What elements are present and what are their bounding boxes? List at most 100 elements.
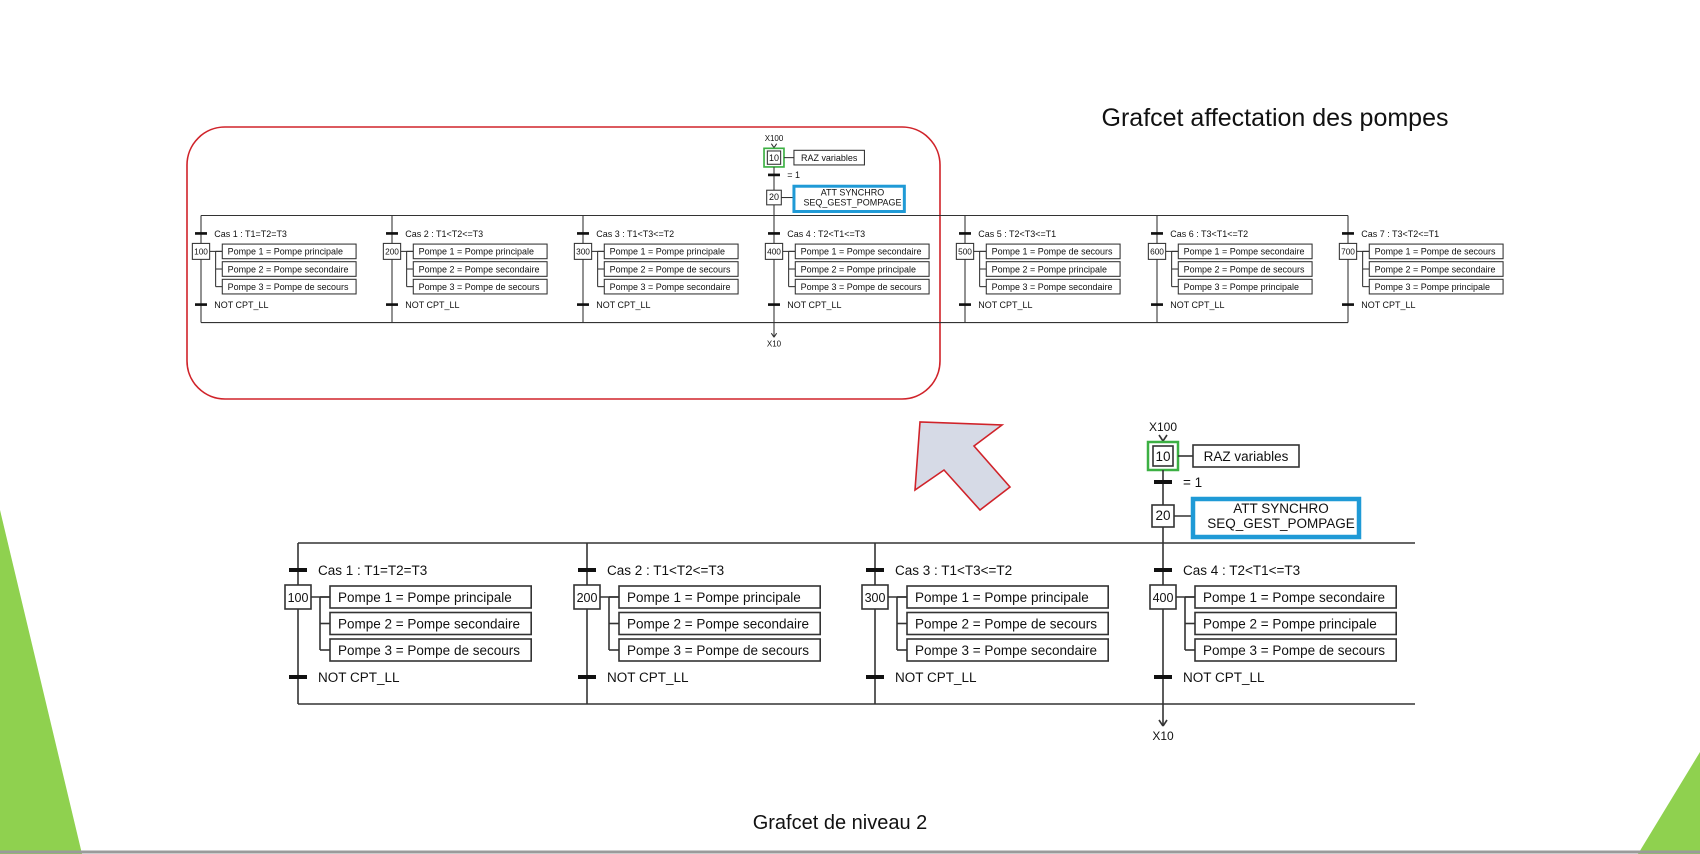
exit-arrow — [1158, 719, 1164, 727]
action-label: Pompe 1 = Pompe principale — [419, 247, 534, 257]
case-step-box — [861, 584, 889, 610]
action-label: Pompe 1 = Pompe secondaire — [1184, 247, 1305, 257]
wait-step-number: 20 — [1155, 508, 1170, 523]
case-step-box — [955, 242, 975, 260]
action-box — [906, 638, 1109, 662]
action-box — [329, 611, 532, 636]
action-box — [329, 585, 532, 609]
case-step-number: 100 — [288, 591, 309, 605]
entry-arrow — [770, 143, 775, 148]
action-box — [603, 243, 739, 260]
case-step-number: 400 — [767, 247, 781, 257]
init-step-number: 10 — [769, 153, 779, 163]
action-label: Pompe 1 = Pompe principale — [610, 247, 725, 257]
action-label: Pompe 2 = Pompe de secours — [1184, 264, 1305, 274]
action-label: Pompe 2 = Pompe secondaire — [338, 617, 520, 632]
transition-bar — [1154, 568, 1172, 572]
exit-arrow — [770, 332, 775, 338]
transition-bar — [768, 232, 780, 235]
transition-label: = 1 — [1183, 475, 1202, 490]
transition-bar — [195, 232, 207, 235]
transition-bar — [578, 675, 596, 679]
action-box — [618, 611, 821, 636]
action-label: Pompe 3 = Pompe secondaire — [915, 643, 1097, 658]
case-condition: Cas 4 : T2<T1<=T3 — [1183, 563, 1300, 578]
case-step-box — [573, 242, 593, 260]
init-action-label: RAZ variables — [1204, 449, 1289, 464]
action-label: Pompe 3 = Pompe de secours — [228, 282, 349, 292]
action-box — [329, 638, 532, 662]
transition-bar — [866, 568, 884, 572]
action-label: Pompe 2 = Pompe de secours — [610, 264, 731, 274]
wait-action-line1: ATT SYNCHRO — [1233, 501, 1329, 516]
action-label: Pompe 2 = Pompe secondaire — [419, 264, 540, 274]
case-step-box — [191, 242, 211, 260]
action-box — [603, 261, 739, 277]
action-box — [1177, 243, 1313, 260]
transition-bar — [768, 303, 780, 306]
action-box — [1194, 585, 1397, 609]
action-box — [618, 638, 821, 662]
action-box — [985, 261, 1121, 277]
transition-bar — [1154, 480, 1172, 484]
action-box — [794, 243, 930, 260]
case-condition: Cas 6 : T3<T1<=T2 — [1170, 229, 1248, 239]
case-step-number: 100 — [194, 247, 208, 257]
action-box — [1177, 278, 1313, 295]
init-action-box — [1192, 444, 1300, 468]
entry-arrow — [773, 143, 778, 148]
transition-bar — [1342, 303, 1354, 306]
green-accent-left — [0, 510, 82, 854]
case-branch: Cas 3 : T1<T3<=T2 300 Pompe 1 = Pompe prin… — [573, 215, 739, 323]
transition-bar — [577, 303, 589, 306]
entry-label: X100 — [1149, 420, 1177, 434]
action-box — [412, 261, 548, 277]
action-label: Pompe 3 = Pompe secondaire — [610, 282, 731, 292]
action-label: Pompe 3 = Pompe de secours — [627, 643, 809, 658]
entry-label: X100 — [765, 134, 784, 143]
exit-arrow — [1162, 719, 1168, 727]
case-branch: Cas 2 : T1<T2<=T3 200 Pompe 1 = Pompe prin… — [382, 215, 548, 323]
case-step-number: 300 — [865, 591, 886, 605]
wait-action-box — [1190, 496, 1362, 540]
case-condition: Cas 2 : T1<T2<=T3 — [405, 229, 483, 239]
action-box — [618, 585, 821, 609]
case-branch: Cas 4 : T2<T1<=T3 400 Pompe 1 = Pompe seco… — [764, 215, 930, 323]
init-action-label: RAZ variables — [801, 153, 858, 163]
transition-bar — [1154, 675, 1172, 679]
action-label: Pompe 2 = Pompe secondaire — [1375, 264, 1496, 274]
case-step-box — [764, 242, 784, 260]
highlight-frame — [186, 126, 941, 400]
action-box — [906, 611, 1109, 636]
action-label: Pompe 1 = Pompe secondaire — [801, 247, 922, 257]
case-step-number: 200 — [385, 247, 399, 257]
wait-step-number: 20 — [769, 192, 779, 202]
case-condition: Cas 4 : T2<T1<=T3 — [787, 229, 865, 239]
case-step-number: 300 — [576, 247, 590, 257]
green-accent-right — [1638, 752, 1700, 854]
end-condition: NOT CPT_LL — [1361, 300, 1415, 310]
transition-bar — [1151, 232, 1163, 235]
wait-action-line2: SEQ_GEST_POMPAGE — [803, 198, 901, 208]
case-condition: Cas 3 : T1<T3<=T2 — [596, 229, 674, 239]
transition-bar — [866, 675, 884, 679]
end-condition: NOT CPT_LL — [1170, 300, 1224, 310]
transition-bar — [959, 303, 971, 306]
transition-bar — [1342, 232, 1354, 235]
wait-action-box — [792, 184, 906, 213]
action-label: Pompe 3 = Pompe de secours — [801, 282, 922, 292]
action-label: Pompe 1 = Pompe principale — [627, 590, 801, 605]
transition-bar — [959, 232, 971, 235]
action-label: Pompe 3 = Pompe de secours — [1203, 643, 1385, 658]
transition-bar — [289, 568, 307, 572]
action-label: Pompe 2 = Pompe principale — [801, 264, 916, 274]
action-box — [1368, 278, 1504, 295]
action-label: Pompe 1 = Pompe principale — [915, 590, 1089, 605]
